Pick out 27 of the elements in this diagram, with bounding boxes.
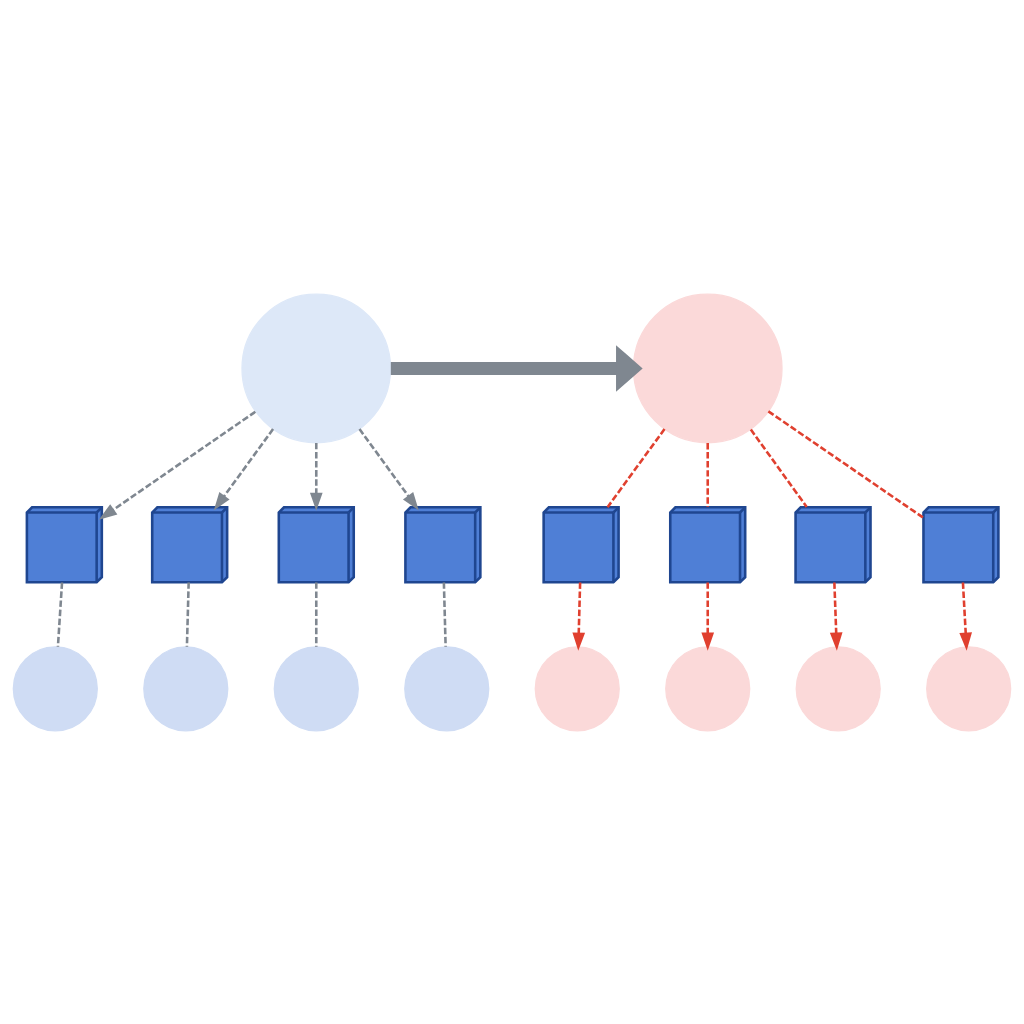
node-person: [926, 645, 1012, 731]
arrow: [829, 581, 843, 651]
arrow: [358, 427, 419, 510]
connector: [315, 582, 318, 647]
connector: [767, 409, 924, 519]
arrow: [213, 427, 275, 510]
node-person: [665, 645, 751, 731]
node-person: [404, 645, 490, 731]
connector: [606, 427, 666, 508]
arrow: [701, 582, 715, 651]
arrow: [959, 581, 972, 651]
connector: [442, 582, 447, 647]
connector: [749, 428, 808, 508]
node-person: [534, 645, 620, 731]
node-person: [12, 645, 98, 731]
connector: [56, 581, 64, 647]
node-person: [273, 645, 359, 731]
node-person: [143, 645, 229, 731]
arrow: [98, 410, 257, 520]
connector: [185, 582, 190, 647]
arrow: [572, 582, 586, 651]
arrow: [390, 344, 643, 392]
connector: [706, 442, 709, 507]
node-circle: [632, 293, 783, 443]
node-person: [795, 645, 881, 731]
node-circle: [241, 293, 392, 443]
arrow: [309, 442, 323, 511]
